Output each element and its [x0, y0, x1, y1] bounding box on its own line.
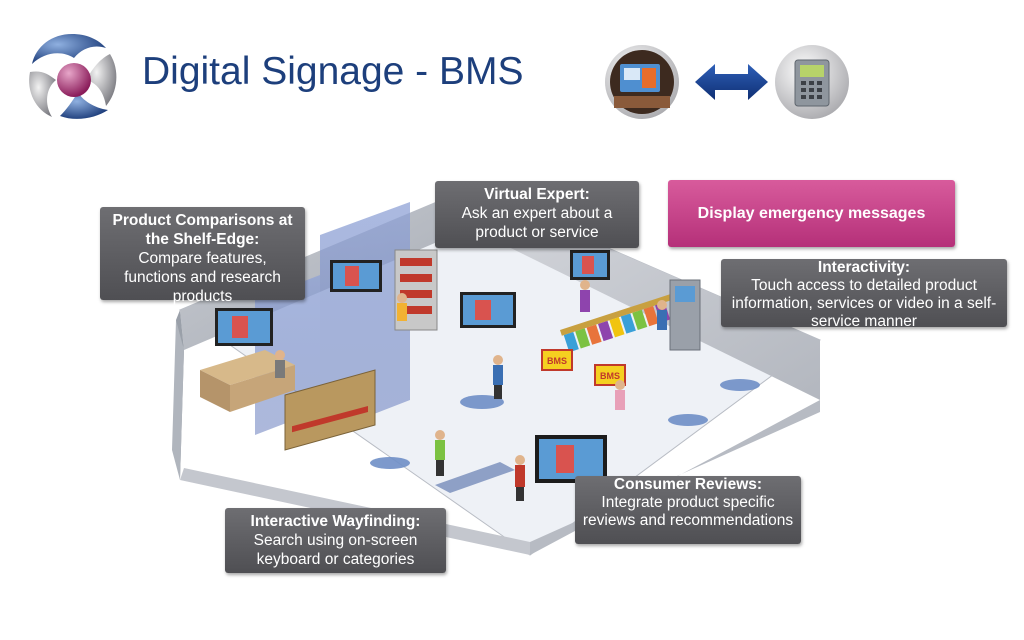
double-arrow-icon	[695, 64, 768, 100]
callout-virtual-expert: Virtual Expert: Ask an expert about a pr…	[435, 181, 639, 248]
svg-text:BMS: BMS	[547, 356, 567, 366]
callout-heading: Product Comparisons at the Shelf-Edge:	[112, 212, 293, 248]
callout-body: Integrate product specific reviews and r…	[582, 494, 794, 529]
callout-body: Ask an expert about a product or service	[461, 205, 613, 241]
large-screen	[535, 435, 607, 483]
callout-interactivity: Interactivity: Touch access to detailed …	[721, 259, 1007, 330]
emergency-messages-box: Display emergency messages	[668, 180, 955, 247]
callout-body: Touch access to detailed product informa…	[731, 277, 997, 330]
callout-body: Compare features, functions and research…	[124, 250, 281, 305]
callout-heading: Interactivity:	[817, 259, 911, 276]
wall-screen	[330, 260, 382, 292]
wall-screen	[215, 308, 273, 346]
wall-screen	[460, 292, 516, 328]
callout-product-comparisons: Product Comparisons at the Shelf-Edge: C…	[100, 207, 305, 305]
callout-consumer-reviews: Consumer Reviews: Integrate product spec…	[575, 476, 801, 544]
sale-sign: BMS	[541, 349, 573, 371]
header-icons	[605, 45, 849, 119]
callout-heading: Consumer Reviews:	[613, 476, 763, 493]
svg-text:BMS: BMS	[600, 371, 620, 381]
bms-controller-icon	[775, 45, 849, 119]
callout-heading: Virtual Expert:	[484, 186, 590, 203]
page-title: Digital Signage - BMS	[142, 50, 524, 93]
kiosk	[669, 279, 701, 351]
shelf-unit	[284, 369, 376, 451]
digital-sign-icon	[605, 45, 679, 119]
company-logo-icon	[29, 34, 117, 119]
wall-screen	[570, 250, 610, 280]
callout-body: Search using on-screen keyboard or categ…	[253, 532, 418, 568]
callout-heading: Interactive Wayfinding:	[250, 513, 421, 530]
sale-sign: BMS	[594, 364, 626, 386]
callout-interactive-wayfinding: Interactive Wayfinding: Search using on-…	[225, 508, 446, 573]
